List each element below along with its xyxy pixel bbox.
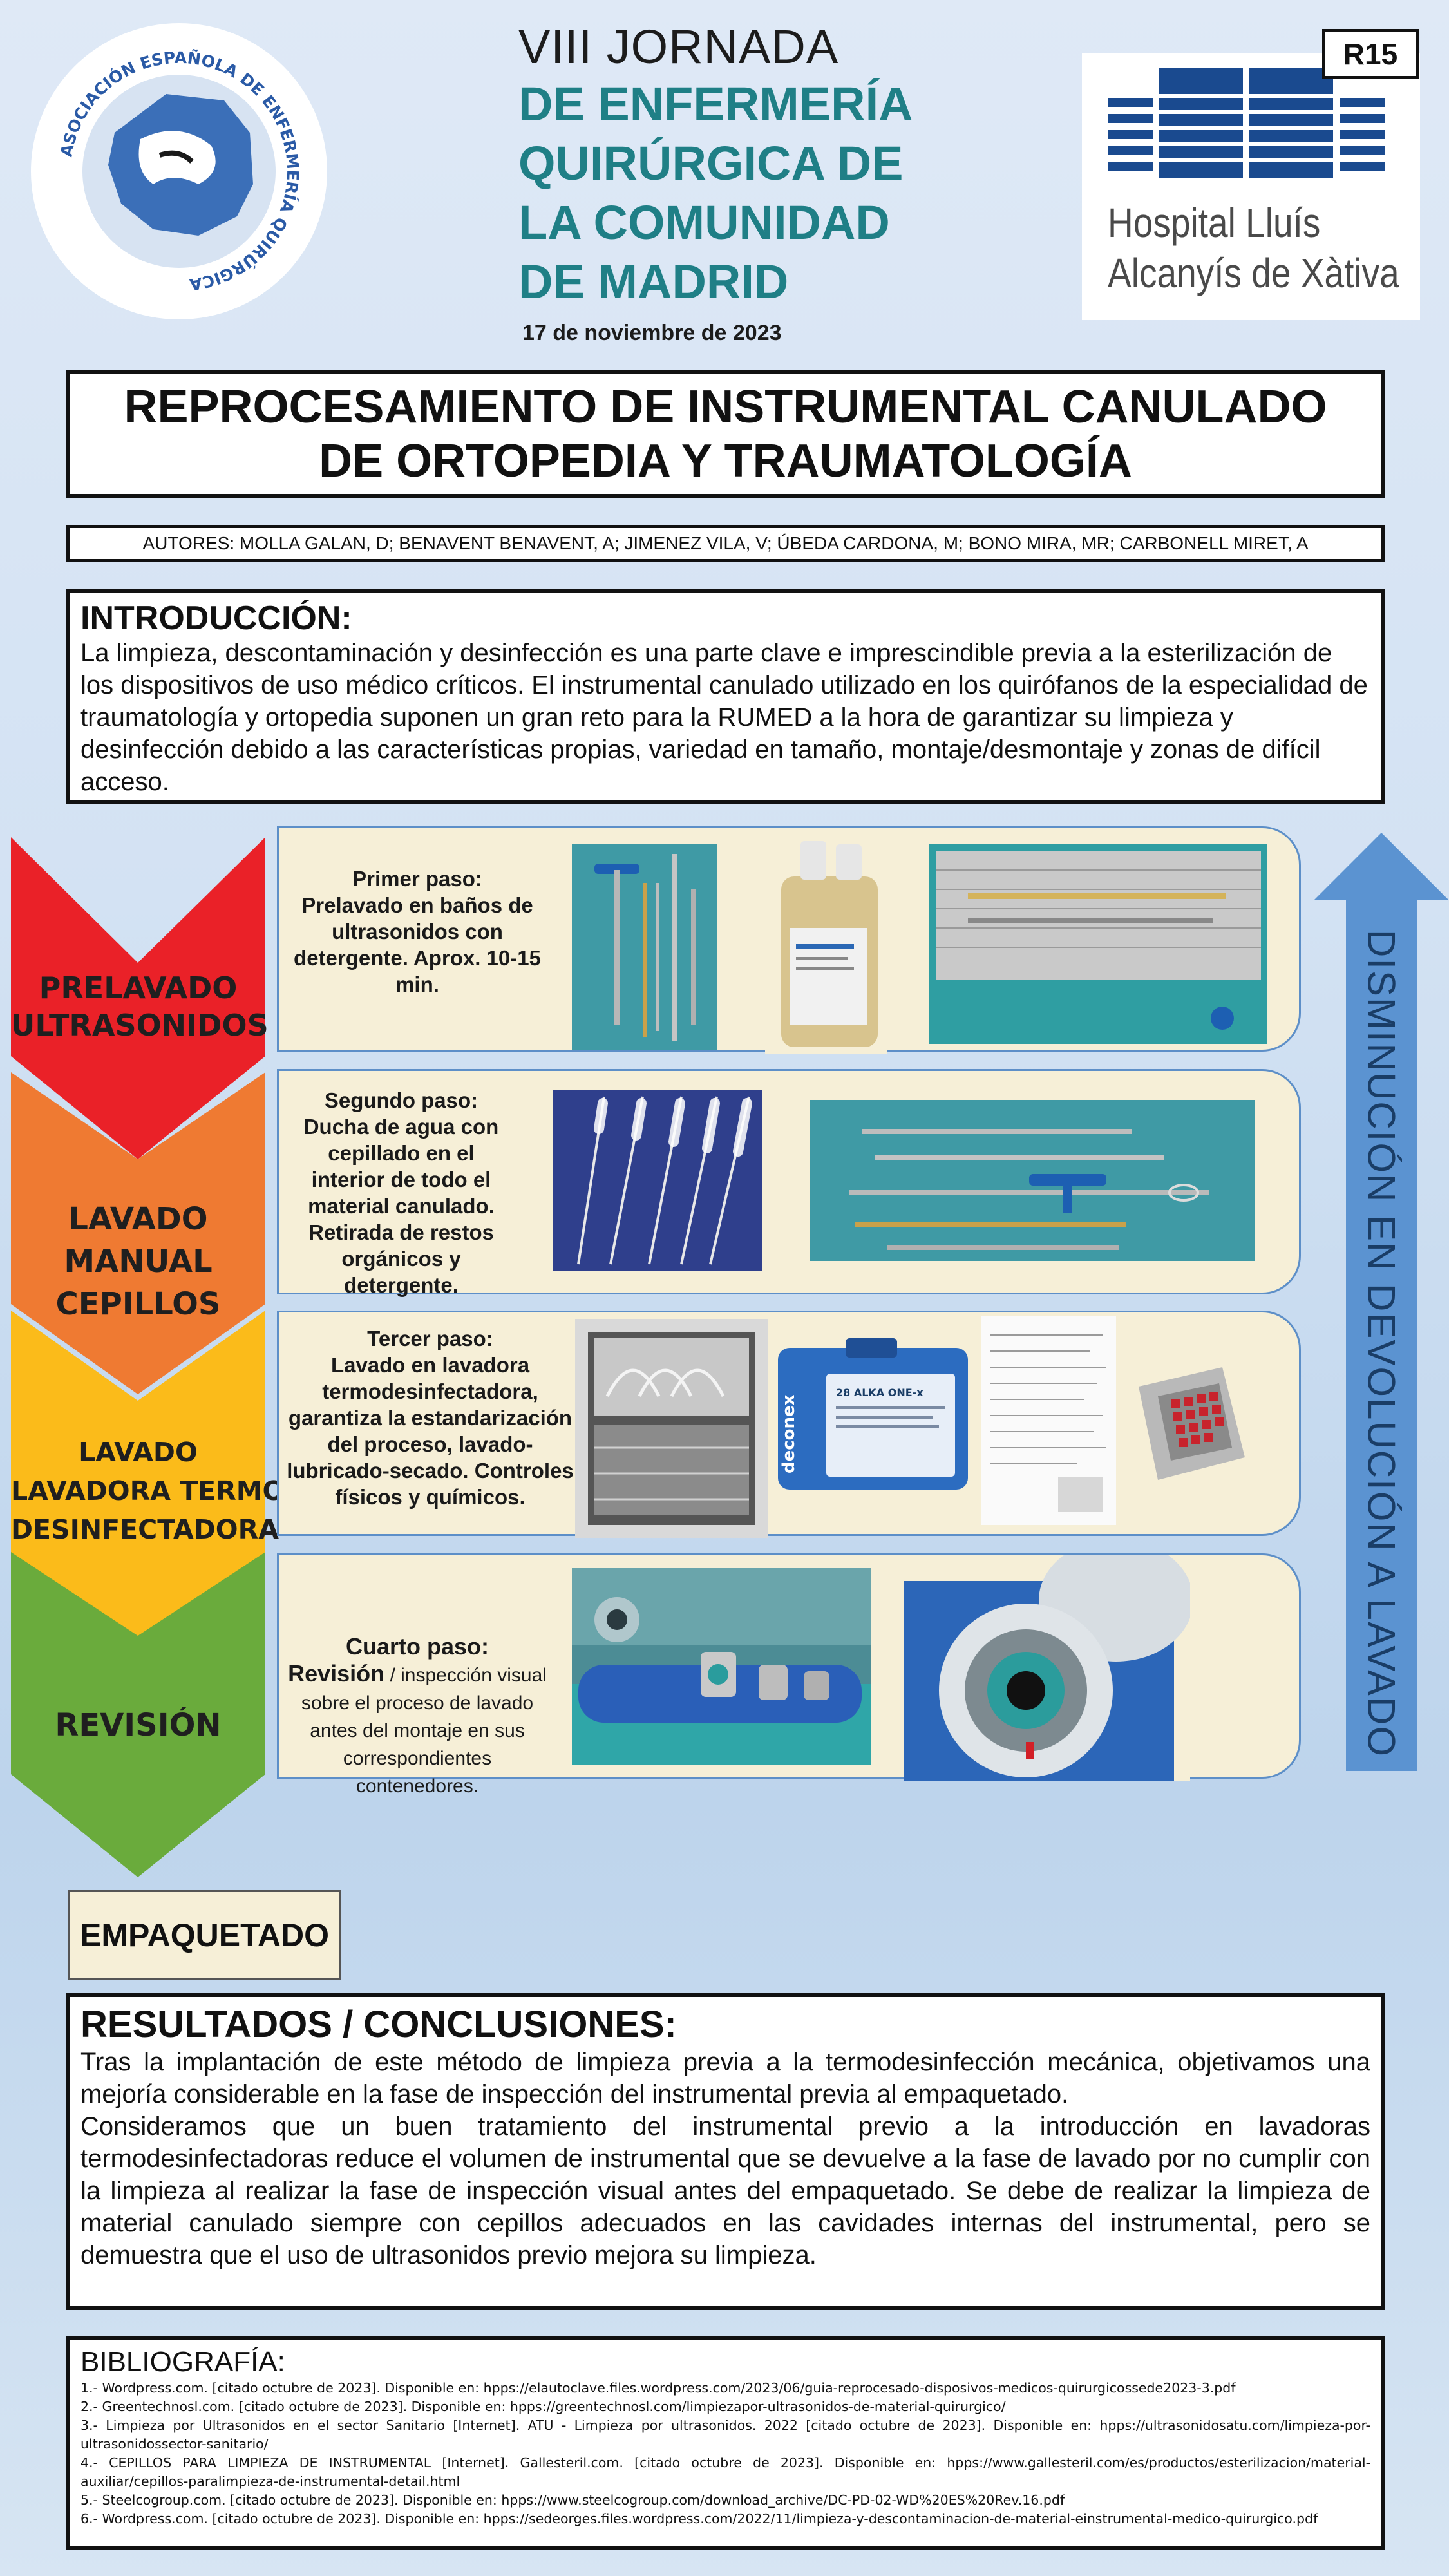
hospital-logo: Hospital Lluís Alcanyís de Xàtiva: [1082, 53, 1420, 320]
process-control-record-photo: [981, 1316, 1116, 1525]
poster-title: REPROCESAMIENTO DE INSTRUMENTAL CANULADO…: [66, 370, 1385, 498]
reference-2: 2.- Greentechnosl.com. [citado octubre d…: [80, 2399, 1006, 2414]
stage-lavado-lavadora: LAVADO LAVADORA TERMO DESINFECTADORA: [11, 1311, 285, 1668]
step-panel-2: Segundo paso: Ducha de agua con cepillad…: [277, 1069, 1301, 1297]
detergent-bottle-photo: [765, 831, 887, 1054]
stage-label-line1: PRELAVADO: [39, 971, 238, 1005]
stage-label-line2: LAVADORA TERMO: [11, 1475, 285, 1506]
step-panel-4: Cuarto paso: Revisión / inspección visua…: [277, 1553, 1301, 1797]
event-line3: QUIRÚRGICA DE: [518, 137, 904, 190]
title-line2: DE ORTOPEDIA Y TRAUMATOLOGÍA: [319, 435, 1132, 487]
event-line2: DE ENFERMERÍA: [518, 77, 913, 131]
results-section: RESULTADOS / CONCLUSIONES: Tras la impla…: [66, 1993, 1385, 2310]
step-1-text: Primer paso: Prelavado en baños de ultra…: [294, 867, 541, 996]
arrow-label: DISMINUCIÓN EN DEVOLUCIÓN A LAVADO: [1359, 929, 1403, 1758]
cleaning-brushes-photo: [553, 1090, 762, 1271]
ultrasonic-bath-photo: [929, 844, 1267, 1044]
event-line4: LA COMUNIDAD: [518, 196, 890, 249]
deconex-product-text: 28 ALKA ONE-x: [836, 1387, 923, 1399]
intro-heading: INTRODUCCIÓN:: [80, 600, 352, 637]
hospital-building-icon: [1108, 68, 1385, 178]
step-panel-1: Primer paso: Prelavado en baños de ultra…: [277, 826, 1301, 1054]
packaging-box: EMPAQUETADO: [68, 1890, 341, 1980]
stage-revision: REVISIÓN: [11, 1552, 265, 1877]
reference-5: 5.- Steelcogroup.com. [citado octubre de…: [80, 2492, 1065, 2508]
reference-1: 1.- Wordpress.com. [citado octubre de 20…: [80, 2380, 1236, 2396]
step-4-text: Cuarto paso: Revisión / inspección visua…: [288, 1633, 547, 1797]
step-2-text: Segundo paso: Ducha de agua con cepillad…: [303, 1088, 499, 1297]
stage-label-line2: ULTRASONIDOS: [11, 1008, 269, 1043]
container-inspection-photo: [904, 1555, 1190, 1781]
results-paragraph-1: Tras la implantación de este método de l…: [80, 2048, 1370, 2108]
bibliography-section: BIBLIOGRAFÍA: 1.- Wordpress.com. [citado…: [66, 2336, 1385, 2550]
intro-body: La limpieza, descontaminación y desinfec…: [80, 639, 1368, 796]
stage-label-line3: DESINFECTADORA: [11, 1514, 279, 1545]
results-paragraph-2: Consideramos que un buen tratamiento del…: [80, 2112, 1370, 2269]
cannulated-instruments-photo: [572, 844, 717, 1050]
stage-label-line1: REVISIÓN: [55, 1707, 222, 1743]
authors: AUTORES: MOLLA GALAN, D; BENAVENT BENAVE…: [66, 525, 1385, 562]
visual-inspection-photo: [572, 1568, 871, 1765]
stage-label-line1: LAVADO: [68, 1201, 208, 1237]
bibliography-heading: BIBLIOGRAFÍA:: [80, 2346, 285, 2378]
stage-lavado-manual: LAVADO MANUAL CEPILLOS: [11, 1072, 265, 1394]
title-line1: REPROCESAMIENTO DE INSTRUMENTAL CANULADO: [124, 381, 1327, 433]
stage-label-line2: MANUAL: [64, 1244, 213, 1280]
chemical-indicator-photo: [1126, 1361, 1255, 1486]
reference-3: 3.- Limpieza por Ultrasonidos en el sect…: [80, 2418, 1370, 2452]
results-heading: RESULTADOS / CONCLUSIONES:: [80, 2003, 677, 2045]
brushed-instruments-photo: [810, 1100, 1255, 1261]
deconex-container-photo: deconex 28 ALKA ONE-x: [775, 1335, 971, 1493]
reference-6: 6.- Wordpress.com. [citado octubre de 20…: [80, 2511, 1318, 2526]
washer-disinfector-photo: [575, 1319, 768, 1538]
deconex-brand-text: deconex: [779, 1394, 799, 1473]
event-date: 17 de noviembre de 2023: [522, 321, 782, 345]
step-3-text: Tercer paso: Lavado en lavadora termodes…: [287, 1327, 574, 1509]
event-line1: VIII JORNADA: [518, 20, 839, 73]
stage-label-line3: CEPILLOS: [55, 1286, 221, 1322]
poster-id-badge: R15: [1322, 29, 1419, 79]
event-line5: DE MADRID: [518, 255, 789, 308]
hospital-name: Hospital Lluís Alcanyís de Xàtiva: [1108, 200, 1399, 296]
stage-label-line1: LAVADO: [79, 1437, 198, 1468]
association-logo: ASOCIACIÓN ESPAÑOLA DE ENFERMERÍA QUIRÚR…: [31, 23, 327, 319]
decrease-return-arrow: DISMINUCIÓN EN DEVOLUCIÓN A LAVADO: [1314, 833, 1449, 1771]
introduction-section: INTRODUCCIÓN: La limpieza, descontaminac…: [66, 589, 1385, 804]
reference-4: 4.- CEPILLOS PARA LIMPIEZA DE INSTRUMENT…: [80, 2455, 1370, 2489]
stage-prelavado: PRELAVADO ULTRASONIDOS: [11, 837, 269, 1159]
step-panel-3: Tercer paso: Lavado en lavadora termodes…: [277, 1311, 1301, 1538]
event-title: VIII JORNADA DE ENFERMERÍA QUIRÚRGICA DE…: [518, 19, 1034, 346]
